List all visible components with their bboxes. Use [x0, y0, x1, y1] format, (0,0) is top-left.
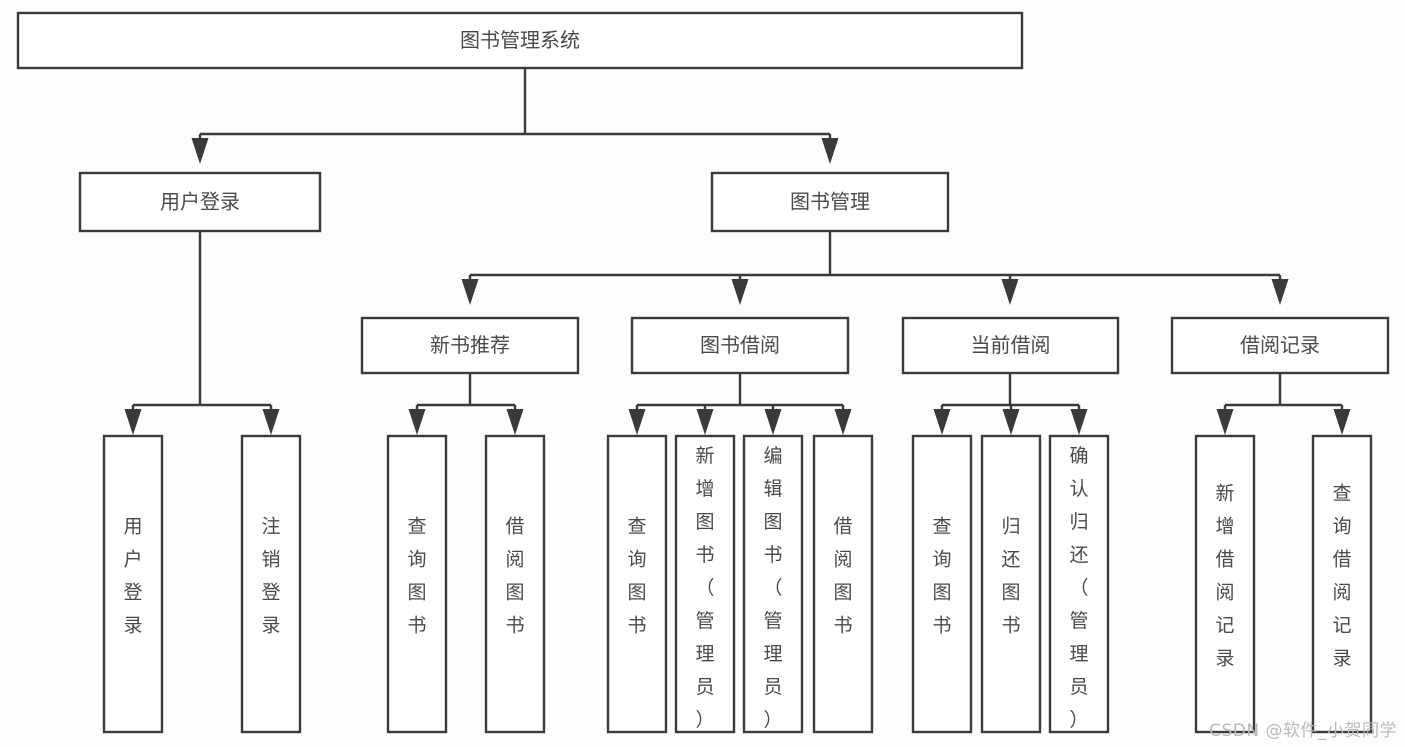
node-layer: 图书管理系统用户登录图书管理新书推荐图书借阅当前借阅借阅记录用户登录注销登录查询… — [16, 11, 1390, 734]
node-box-user-login[interactable] — [78, 171, 322, 233]
node-box-leaf-query-borrow-record[interactable] — [1311, 434, 1373, 734]
node-label-leaf-add-book-admin: 新增图书（管理员） — [695, 445, 714, 731]
node-leaf-return-book[interactable]: 归还图书 — [980, 434, 1042, 734]
node-box-leaf-edit-book-admin[interactable] — [742, 434, 804, 734]
node-label-leaf-query-book-recommend: 查询图书 — [407, 516, 426, 637]
node-leaf-confirm-return-admin[interactable]: 确认归还（管理员） — [1048, 434, 1110, 734]
conn-root-to-level2 — [191, 68, 839, 164]
node-box-book-borrow[interactable] — [630, 316, 850, 375]
arrow-head-icon — [933, 409, 951, 435]
node-leaf-query-borrow-record[interactable]: 查询借阅记录 — [1311, 434, 1373, 734]
node-label-root: 图书管理系统 — [460, 28, 580, 52]
node-label-leaf-query-book-current: 查询图书 — [932, 516, 951, 637]
node-leaf-borrow-book-recommend[interactable]: 借阅图书 — [484, 434, 546, 734]
node-label-leaf-user-logout: 注销登录 — [261, 516, 280, 637]
node-label-new-book-recommend: 新书推荐 — [430, 333, 510, 357]
node-leaf-query-book-current[interactable]: 查询图书 — [911, 434, 973, 734]
arrow-head-icon — [124, 409, 142, 435]
arrow-head-icon — [461, 279, 479, 305]
conn-borrow-to-leaves — [628, 373, 852, 435]
node-label-leaf-borrow-book-recommend: 借阅图书 — [505, 516, 524, 637]
arrow-head-icon — [731, 279, 749, 305]
arrow-head-icon — [696, 409, 714, 435]
conn-record-to-leaves — [1216, 373, 1351, 435]
node-leaf-edit-book-admin[interactable]: 编辑图书（管理员） — [742, 434, 804, 734]
arrow-head-icon — [821, 138, 839, 164]
node-current-borrow[interactable]: 当前借阅 — [901, 316, 1120, 375]
node-label-leaf-edit-book-admin: 编辑图书（管理员） — [763, 445, 782, 731]
node-label-user-login: 用户登录 — [160, 190, 240, 214]
node-box-leaf-add-borrow-record[interactable] — [1194, 434, 1256, 734]
conn-bookmanage-to-level3 — [461, 231, 1289, 305]
node-leaf-query-book-borrow[interactable]: 查询图书 — [606, 434, 668, 734]
node-label-book-borrow: 图书借阅 — [700, 333, 780, 357]
node-box-leaf-query-book-borrow[interactable] — [606, 434, 668, 734]
node-box-leaf-add-book-admin[interactable] — [674, 434, 736, 734]
node-box-leaf-borrow-book[interactable] — [812, 434, 874, 734]
arrow-head-icon — [1333, 409, 1351, 435]
node-label-borrow-record: 借阅记录 — [1240, 333, 1320, 357]
node-book-borrow[interactable]: 图书借阅 — [630, 316, 850, 375]
arrow-head-icon — [408, 409, 426, 435]
node-box-leaf-confirm-return-admin[interactable] — [1048, 434, 1110, 734]
node-new-book-recommend[interactable]: 新书推荐 — [360, 316, 580, 375]
arrow-head-icon — [628, 409, 646, 435]
node-label-leaf-return-book: 归还图书 — [1001, 516, 1020, 637]
node-box-new-book-recommend[interactable] — [360, 316, 580, 375]
node-box-root[interactable] — [16, 11, 1024, 70]
node-label-leaf-borrow-book: 借阅图书 — [833, 516, 852, 637]
conn-current-to-leaves — [933, 373, 1088, 435]
node-leaf-query-book-recommend[interactable]: 查询图书 — [386, 434, 448, 734]
arrow-head-icon — [764, 409, 782, 435]
node-leaf-add-book-admin[interactable]: 新增图书（管理员） — [674, 434, 736, 734]
node-root[interactable]: 图书管理系统 — [16, 11, 1024, 70]
node-label-leaf-add-borrow-record: 新增借阅记录 — [1215, 483, 1234, 670]
arrow-head-icon — [1271, 279, 1289, 305]
conn-userlogin-to-leaves — [124, 231, 280, 435]
arrow-head-icon — [506, 409, 524, 435]
node-box-leaf-query-book-current[interactable] — [911, 434, 973, 734]
node-label-current-borrow: 当前借阅 — [971, 333, 1051, 357]
node-label-leaf-confirm-return-admin: 确认归还（管理员） — [1069, 445, 1088, 731]
node-leaf-user-login[interactable]: 用户登录 — [102, 434, 164, 734]
arrow-head-icon — [1002, 409, 1020, 435]
arrow-head-icon — [1216, 409, 1234, 435]
arrow-head-icon — [1070, 409, 1088, 435]
node-label-leaf-user-login: 用户登录 — [123, 516, 142, 637]
node-box-current-borrow[interactable] — [901, 316, 1120, 375]
node-box-borrow-record[interactable] — [1170, 316, 1390, 375]
node-label-leaf-query-book-borrow: 查询图书 — [627, 516, 646, 637]
node-leaf-borrow-book[interactable]: 借阅图书 — [812, 434, 874, 734]
node-book-manage[interactable]: 图书管理 — [710, 171, 950, 233]
node-leaf-add-borrow-record[interactable]: 新增借阅记录 — [1194, 434, 1256, 734]
connector-layer — [124, 68, 1351, 435]
node-box-leaf-query-book-recommend[interactable] — [386, 434, 448, 734]
node-leaf-user-logout[interactable]: 注销登录 — [240, 434, 302, 734]
node-box-leaf-user-login[interactable] — [102, 434, 164, 734]
csdn-watermark: CSDN @软件_小贺同学 — [1209, 721, 1397, 741]
arrow-head-icon — [1001, 279, 1019, 305]
arrow-head-icon — [262, 409, 280, 435]
node-label-leaf-query-borrow-record: 查询借阅记录 — [1332, 483, 1351, 670]
node-box-leaf-borrow-book-recommend[interactable] — [484, 434, 546, 734]
node-borrow-record[interactable]: 借阅记录 — [1170, 316, 1390, 375]
arrow-head-icon — [834, 409, 852, 435]
node-box-leaf-return-book[interactable] — [980, 434, 1042, 734]
conn-recommend-to-leaves — [408, 373, 524, 435]
arrow-head-icon — [191, 138, 209, 164]
node-user-login[interactable]: 用户登录 — [78, 171, 322, 233]
node-label-book-manage: 图书管理 — [790, 190, 870, 214]
node-box-leaf-user-logout[interactable] — [240, 434, 302, 734]
node-box-book-manage[interactable] — [710, 171, 950, 233]
